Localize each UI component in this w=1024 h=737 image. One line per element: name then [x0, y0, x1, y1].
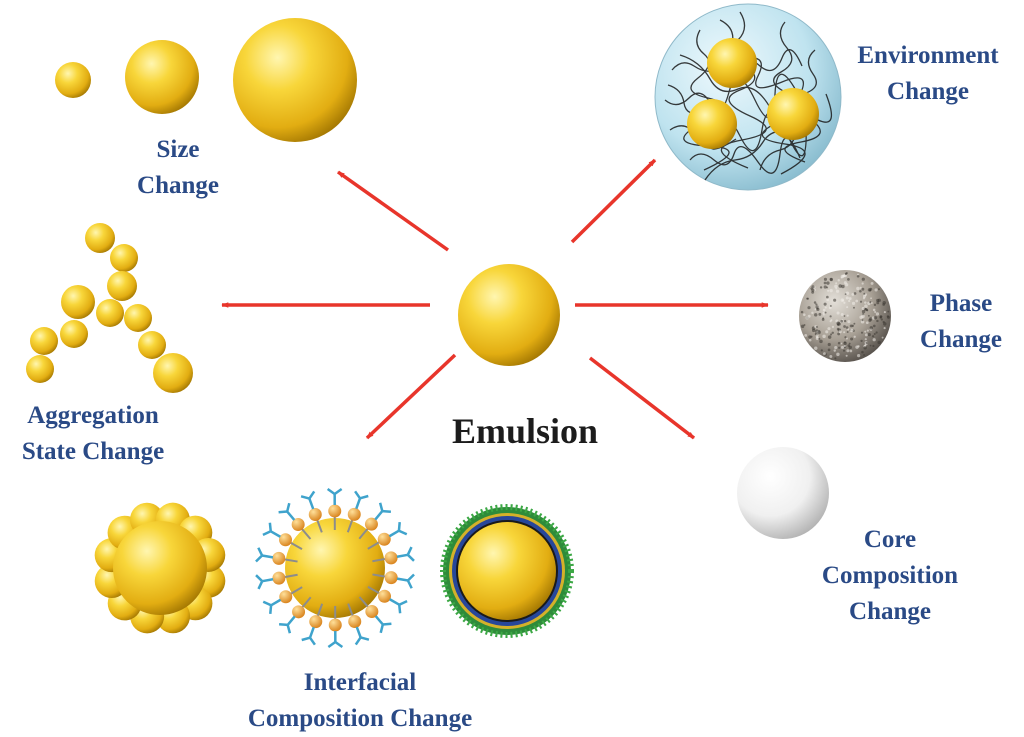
aggregation-label-line-1: Aggregation	[27, 402, 159, 429]
surfactant-droplet	[255, 487, 415, 649]
surfactant-head	[279, 590, 293, 604]
surfactant-head	[384, 571, 398, 585]
surfactant-head	[291, 518, 305, 532]
core-label-line-3: Change	[849, 598, 931, 625]
surfactant-layer	[255, 487, 415, 649]
surfactant-head	[377, 589, 391, 603]
phase-change-label: Phase Change	[898, 286, 1024, 358]
aggregation-change-label: Aggregation State Change	[0, 398, 186, 470]
surfactant-head	[347, 507, 361, 521]
environment-change-shell	[654, 3, 842, 191]
surfactant-head	[365, 604, 379, 618]
size-label-line-1: Size	[156, 136, 200, 163]
phase-change-droplet	[799, 270, 891, 362]
pickering-droplet	[94, 502, 226, 634]
env-droplet-left	[687, 99, 737, 149]
medium-droplet	[125, 40, 199, 114]
surfactant-head	[377, 532, 391, 546]
size-change-label: Size Change	[118, 132, 238, 204]
surfactant-head	[272, 551, 286, 565]
surfactant-head	[364, 517, 378, 531]
large-droplet	[233, 18, 357, 142]
arrow-to-core	[588, 356, 696, 440]
granite-speckles	[800, 271, 890, 360]
surfactant-head	[279, 533, 293, 547]
core-label-line-2: Composition	[821, 562, 959, 589]
aggregation-label-line-2: State Change	[21, 438, 165, 465]
surfactant-head	[292, 605, 306, 619]
interfacial-label-line-2: Composition Change	[247, 705, 473, 732]
size-change-droplets	[55, 18, 357, 142]
surfactant-head	[328, 504, 342, 518]
aggregated-droplets	[26, 223, 193, 393]
small-droplet	[55, 62, 91, 98]
env-droplet-right	[767, 88, 819, 140]
surfactant-head	[308, 508, 322, 522]
core-composition-label: Core Composition Change	[800, 522, 980, 630]
environment-change-label: Environment Change	[838, 38, 1018, 110]
interfacial-change-label: Interfacial Composition Change	[210, 665, 510, 737]
emulsion-label: Emulsion	[452, 411, 599, 451]
arrow-to-size	[336, 170, 450, 252]
membrane-droplet	[440, 504, 574, 638]
core-composition-droplet	[737, 447, 829, 539]
environment-label-line-2: Change	[887, 78, 969, 105]
surfactant-head	[272, 571, 286, 585]
surfactant-head	[309, 615, 323, 629]
environment-label-line-1: Environment	[857, 42, 999, 69]
env-droplet-top	[707, 38, 757, 88]
arrows	[221, 158, 769, 440]
size-label-line-2: Change	[137, 172, 219, 199]
surfactant-head	[384, 551, 398, 565]
interfacial-label-line-1: Interfacial	[303, 669, 417, 696]
phase-label-line-2: Change	[920, 326, 1002, 353]
center-droplet	[458, 264, 560, 366]
surfactant-head	[348, 614, 362, 628]
arrow-to-interfacial	[365, 353, 457, 440]
arrow-to-environment	[570, 158, 657, 244]
core-label-line-1: Core	[863, 526, 917, 553]
phase-label-line-1: Phase	[929, 290, 993, 317]
surfactant-head	[328, 618, 342, 632]
